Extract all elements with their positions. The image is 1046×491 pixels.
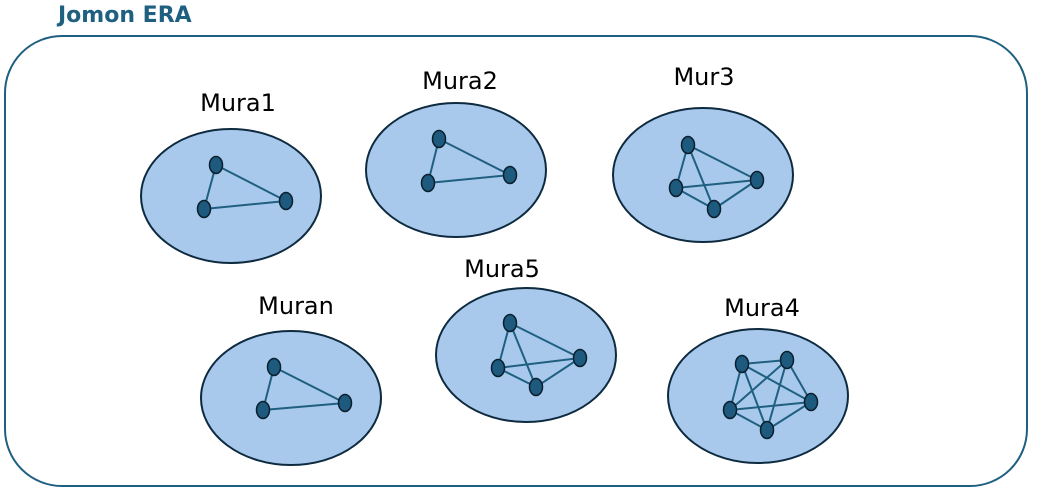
village-label-muran: Muran [258, 292, 334, 320]
network-edge [741, 363, 812, 403]
network-node [255, 400, 271, 420]
network-edge [741, 363, 768, 431]
network-node [668, 178, 684, 198]
network-edge [509, 322, 581, 359]
network-edge [273, 366, 346, 404]
network-edge [729, 401, 812, 411]
village-mura4 [667, 328, 849, 464]
network-edge [427, 174, 511, 184]
network-node [749, 170, 765, 190]
village-mura1 [140, 128, 322, 264]
network-edge [438, 138, 511, 176]
network-edge [729, 359, 788, 411]
network-edge [509, 322, 537, 388]
village-boundary [140, 128, 322, 264]
network-edge [687, 144, 758, 181]
era-frame [4, 35, 1028, 487]
network-node [722, 400, 738, 420]
era-title: Jomon ERA [58, 3, 192, 28]
network-node [278, 191, 294, 211]
village-label-mura1: Mura1 [200, 89, 276, 117]
network-edge [497, 357, 581, 369]
network-node [420, 173, 436, 193]
network-node [502, 165, 518, 185]
village-muran [200, 330, 382, 466]
network-node [734, 354, 750, 374]
network-node [502, 313, 518, 333]
network-node [706, 199, 722, 219]
network-edge [741, 359, 788, 365]
village-mura5 [435, 287, 617, 423]
network-node [528, 377, 544, 397]
network-edge [766, 359, 788, 431]
network-node [266, 357, 282, 377]
village-boundary [200, 330, 382, 466]
village-label-mura4: Mura4 [724, 294, 800, 322]
village-mur3 [612, 107, 794, 243]
network-edge [687, 144, 715, 210]
network-edge [713, 179, 758, 210]
network-node [680, 135, 696, 155]
village-boundary [667, 328, 849, 464]
network-node [803, 392, 819, 412]
network-edge [535, 357, 581, 388]
village-mura2 [365, 102, 547, 238]
network-node [431, 129, 447, 149]
village-boundary [435, 287, 617, 423]
village-label-mura5: Mura5 [464, 255, 540, 283]
network-edge [675, 179, 758, 189]
village-boundary [612, 107, 794, 243]
network-node [490, 358, 506, 378]
village-label-mura2: Mura2 [422, 67, 498, 95]
network-node [337, 393, 353, 413]
village-label-mur3: Mur3 [673, 63, 735, 91]
network-node [572, 348, 588, 368]
network-edge [766, 401, 812, 431]
network-edge [215, 164, 287, 202]
network-node [779, 350, 795, 370]
network-node [759, 420, 775, 440]
village-boundary [365, 102, 547, 238]
network-edge [203, 200, 287, 210]
network-node [208, 155, 224, 175]
network-node [196, 199, 212, 219]
network-edge [262, 402, 346, 411]
